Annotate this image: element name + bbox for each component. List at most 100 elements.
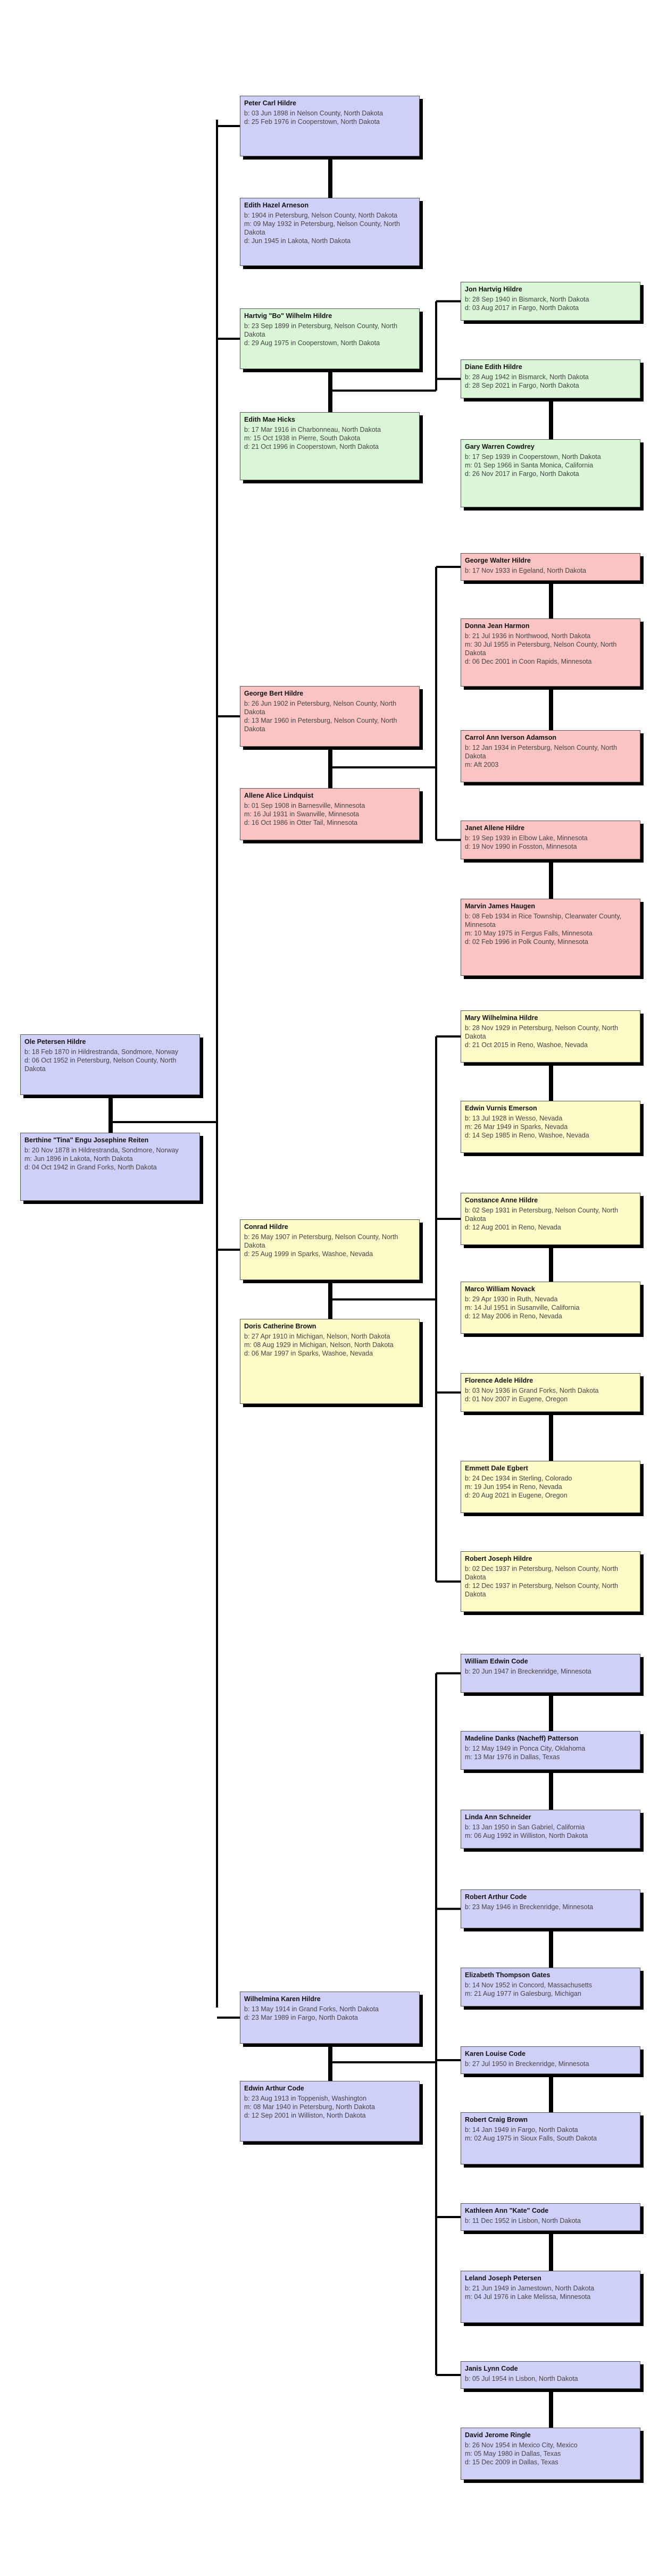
person-detail: m: 02 Aug 1975 in Sioux Falls, South Dak… <box>465 2135 597 2142</box>
person-name: Jon Hartvig Hildre <box>465 286 522 293</box>
person-detail: b: 12 Jan 1934 in Petersburg, Nelson Cou… <box>465 744 618 760</box>
person-name: William Edwin Code <box>465 1658 528 1665</box>
person-detail: d: 26 Nov 2017 in Fargo, North Dakota <box>465 470 579 478</box>
person-name: Diane Edith Hildre <box>465 363 522 371</box>
person-detail: d: 04 Oct 1942 in Grand Forks, North Dak… <box>24 1164 157 1171</box>
person-name: Edith Mae Hicks <box>244 416 295 423</box>
person-detail: b: 23 Sep 1899 in Petersburg, Nelson Cou… <box>244 322 398 338</box>
person-detail: d: 02 Feb 1996 in Polk County, Minnesota <box>465 938 588 946</box>
person-name: Doris Catherine Brown <box>244 1323 316 1330</box>
person-detail: d: 12 May 2006 in Reno, Nevada <box>465 1312 562 1320</box>
person-detail: d: 01 Nov 2007 in Eugene, Oregon <box>465 1395 568 1403</box>
person-detail: b: 27 Jul 1950 in Breckenridge, Minnesot… <box>465 2060 589 2068</box>
person-detail: m: 21 Aug 1977 in Galesburg, Michigan <box>465 1990 581 1997</box>
person-detail: b: 27 Apr 1910 in Michigan, Nelson, Nort… <box>244 1333 390 1340</box>
person-detail: b: 24 Dec 1934 in Sterling, Colorado <box>465 1475 572 1482</box>
person-detail: b: 20 Nov 1878 in Hildrestranda, Sondmor… <box>24 1147 179 1154</box>
person-detail: b: 11 Dec 1952 in Lisbon, North Dakota <box>465 2217 581 2224</box>
person-name: Gary Warren Cowdrey <box>465 443 535 450</box>
person-detail: d: 06 Dec 2001 in Coon Rapids, Minnesota <box>465 658 592 665</box>
person-detail: d: 06 Mar 1997 in Sparks, Washoe, Nevada <box>244 1350 373 1357</box>
person-box-janet[interactable]: Janet Allene Hildre b: 19 Sep 1939 in Elb… <box>461 821 640 859</box>
person-name: Wilhelmina Karen Hildre <box>244 1995 321 2003</box>
person-box-jon[interactable]: Jon Hartvig Hildre b: 28 Sep 1940 in Bism… <box>461 282 640 321</box>
person-detail: d: 21 Oct 2015 in Reno, Washoe, Nevada <box>465 1041 588 1049</box>
person-detail: m: 06 Aug 1992 in Williston, North Dakot… <box>465 1832 588 1839</box>
person-name: Donna Jean Harmon <box>465 622 530 630</box>
person-box-doris[interactable]: Doris Catherine Brown b: 27 Apr 1910 in M… <box>240 1319 420 1404</box>
person-detail: d: 12 Sep 2001 in Williston, North Dakot… <box>244 2112 366 2119</box>
person-name: Peter Carl Hildre <box>244 99 296 107</box>
person-detail: m: 26 Mar 1949 in Sparks, Nevada <box>465 1123 568 1131</box>
person-detail: m: 04 Jul 1976 in Lake Melissa, Minnesot… <box>465 2293 591 2301</box>
person-detail: d: 12 Dec 1937 in Petersburg, Nelson Cou… <box>465 1582 619 1598</box>
person-detail: b: 26 Nov 1954 in Mexico City, Mexico <box>465 2441 578 2449</box>
person-detail: b: 13 Jan 1950 in San Gabriel, Californi… <box>465 1824 585 1831</box>
person-name: Janet Allene Hildre <box>465 824 525 832</box>
person-name: Madeline Danks (Nacheff) Patterson <box>465 1735 579 1742</box>
person-name: Robert Craig Brown <box>465 2116 528 2123</box>
person-detail: m: 15 Oct 1938 in Pierre, South Dakota <box>244 434 361 442</box>
person-name: George Walter Hildre <box>465 557 531 564</box>
person-name: Mary Wilhelmina Hildre <box>465 1014 538 1022</box>
person-detail: b: 23 Aug 1913 in Toppenish, Washington <box>244 2095 367 2102</box>
person-detail: d: 29 Aug 1975 in Cooperstown, North Dak… <box>244 339 380 347</box>
person-detail: b: 08 Feb 1934 in Rice Township, Clearwa… <box>465 913 622 929</box>
person-detail: b: 18 Feb 1870 in Hildrestranda, Sondmor… <box>24 1048 179 1056</box>
person-detail: m: Aft 2003 <box>465 761 499 768</box>
person-box-donna[interactable]: Donna Jean Harmon b: 21 Jul 1936 in North… <box>461 618 640 687</box>
person-detail: m: 16 Jul 1931 in Swanville, Minnesota <box>244 810 360 818</box>
person-detail: b: 19 Sep 1939 in Elbow Lake, Minnesota <box>465 834 588 842</box>
person-detail: d: 14 Sep 1985 in Reno, Washoe, Nevada <box>465 1132 589 1139</box>
person-detail: m: 14 Jul 1951 in Susanville, California <box>465 1304 580 1311</box>
person-detail: d: 12 Aug 2001 in Reno, Nevada <box>465 1224 561 1231</box>
person-box-elizabeth[interactable]: Elizabeth Thompson Gates b: 14 Nov 1952 i… <box>461 1968 640 2006</box>
person-detail: b: 21 Jul 1936 in Northwood, North Dakot… <box>465 632 591 640</box>
person-box-gary[interactable]: Gary Warren Cowdrey b: 17 Sep 1939 in Coo… <box>461 439 640 507</box>
person-detail: b: 14 Nov 1952 in Concord, Massachusetts <box>465 1981 593 1989</box>
person-detail: b: 17 Sep 1939 in Cooperstown, North Dak… <box>465 453 601 461</box>
person-detail: d: 16 Oct 1986 in Otter Tail, Minnesota <box>244 819 358 826</box>
person-detail: b: 05 Jul 1954 in Lisbon, North Dakota <box>465 2375 578 2382</box>
person-detail: b: 28 Sep 1940 in Bismarck, North Dakota <box>465 296 589 303</box>
person-detail: d: 28 Sep 2021 in Fargo, North Dakota <box>465 382 579 389</box>
person-detail: d: 06 Oct 1952 in Petersburg, Nelson Cou… <box>24 1057 177 1073</box>
person-name: Robert Joseph Hildre <box>465 1555 532 1562</box>
person-name: Elizabeth Thompson Gates <box>465 1971 550 1979</box>
person-detail: m: 19 Jun 1954 in Reno, Nevada <box>465 1483 562 1491</box>
